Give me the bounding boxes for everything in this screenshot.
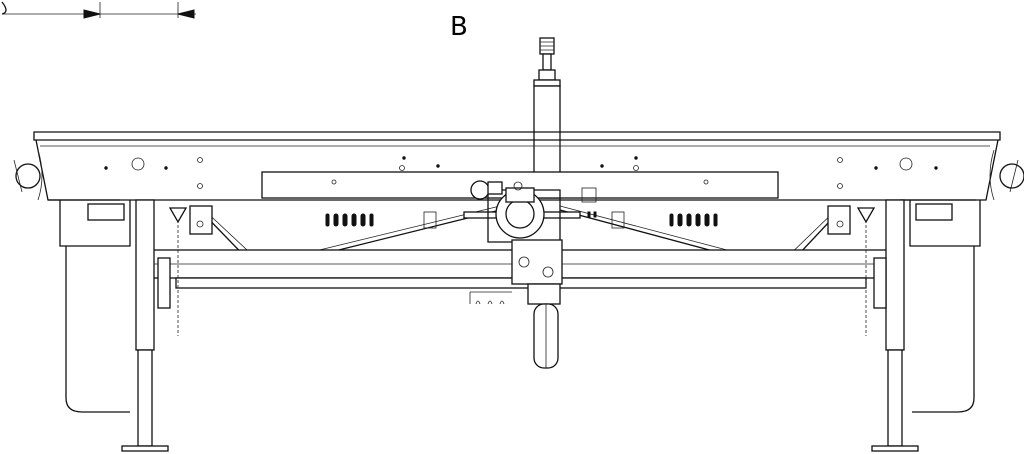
coupling-head (463, 180, 581, 243)
view-label-b: B (450, 12, 468, 42)
slot-holes-right (669, 213, 718, 227)
chassis-frame (13, 131, 1024, 201)
jockey-wheel (469, 239, 563, 369)
support-legs (121, 199, 919, 452)
fenders (59, 200, 981, 413)
slot-holes-left (325, 213, 374, 227)
safety-chains (157, 207, 887, 336)
dimension-line (1, 1, 196, 19)
